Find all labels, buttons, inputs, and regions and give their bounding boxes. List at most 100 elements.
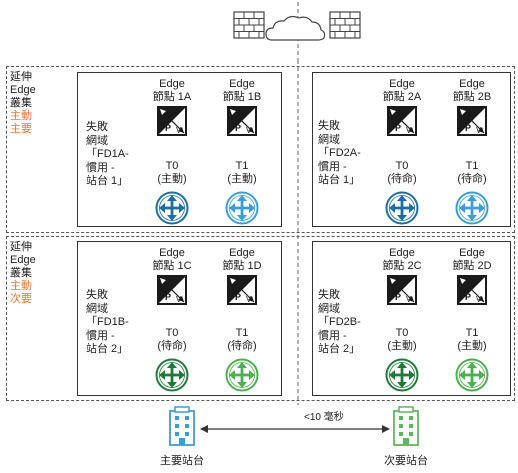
svg-text:P: P (395, 123, 401, 133)
failure-domain-label: 失敗 網域 「FD2B- 慣用 - 站台 2」 (318, 289, 380, 357)
svg-text:V: V (246, 126, 252, 135)
fd-label-line: 網域 (318, 302, 340, 315)
fd-label-line: 網域 (86, 302, 108, 315)
building-icon (393, 406, 419, 446)
svg-text:P: P (465, 292, 471, 302)
router-state: (待命) (457, 173, 487, 185)
edge-node-id: 節點 2D (452, 260, 492, 272)
router-icon (225, 191, 259, 225)
site-building-secondary (393, 406, 419, 446)
fd-label-line: 站台 1」 (318, 174, 361, 186)
site-separator-line (297, 60, 299, 405)
router-t0: T0 (待命) (146, 327, 198, 392)
router-icon (155, 191, 189, 225)
router-tier: T0 (395, 327, 409, 339)
router-icon (385, 358, 419, 392)
cloud-icon (265, 15, 326, 41)
fd-label-line: 失敗 (318, 289, 340, 301)
cluster-label-line: Edge (10, 84, 36, 96)
site-label-secondary: 次要站台 (384, 455, 428, 467)
router-icon (155, 358, 189, 392)
fd-label-line: 慣用 - (86, 329, 115, 342)
svg-text:V: V (476, 126, 482, 135)
router-t0: T0 (主動) (146, 160, 198, 225)
svg-text:V: V (176, 295, 182, 304)
svg-text:P: P (165, 123, 171, 133)
fd-label-line: 慣用 - (86, 161, 115, 174)
failure-domain-label: 失敗 網域 「FD1B- 慣用 - 站台 2」 (86, 289, 148, 357)
stretched-edge-cluster-primary (6, 66, 515, 233)
router-state: (主動) (457, 340, 487, 352)
edge-node-id: 節點 1C (152, 260, 192, 272)
edge-node-id: 節點 2A (382, 91, 422, 103)
fd-label-line: 「FD2B- (318, 316, 361, 328)
router-state: (主動) (227, 173, 257, 185)
edge-node-name: Edge (459, 247, 485, 259)
router-tier: T1 (465, 327, 479, 339)
site-label-primary: 主要站台 (160, 455, 204, 467)
edge-node-id: 節點 2C (382, 260, 422, 272)
svg-text:P: P (235, 123, 241, 133)
router-t1: T1 (主動) (446, 327, 498, 392)
fd-label-line: 「FD1B- (86, 316, 129, 328)
latency-arrow (200, 425, 390, 433)
fd-label-line: 慣用 - (318, 160, 347, 173)
edge-node-name: Edge (229, 78, 255, 90)
svg-text:V: V (176, 126, 182, 135)
cluster-label-line: 叢集 (10, 97, 32, 109)
latency-label: <10 毫秒 (304, 412, 344, 423)
fd-label-line: 網域 (86, 134, 108, 147)
router-state: (主動) (387, 340, 417, 352)
cluster-label-line: Edge (10, 254, 36, 266)
router-t0: T0 (主動) (376, 327, 428, 392)
cluster-role-line: 主要 (10, 123, 32, 135)
edge-node-id: 節點 1B (222, 91, 262, 103)
router-tier: T1 (235, 327, 249, 339)
cluster-label: 延伸 Edge 叢集 主動 主要 (10, 71, 36, 136)
cluster-label-line: 延伸 (10, 71, 32, 83)
router-state: (主動) (157, 173, 187, 185)
edge-node-name: Edge (229, 247, 255, 259)
fd-label-line: 站台 1」 (86, 175, 129, 187)
svg-text:V: V (246, 295, 252, 304)
svg-text:V: V (406, 295, 412, 304)
router-state: (待命) (387, 173, 417, 185)
site-building-primary (169, 406, 195, 446)
cluster-role-line: 主動 (10, 110, 32, 122)
router-t1: T1 (待命) (446, 160, 498, 225)
svg-text:P: P (465, 123, 471, 133)
edge-node-name: Edge (389, 78, 415, 90)
stretched-edge-cluster-secondary (6, 236, 515, 401)
router-tier: T1 (235, 160, 249, 172)
cluster-label-line: 延伸 (10, 241, 32, 253)
edge-node-name: Edge (459, 78, 485, 90)
firewall-icon (233, 11, 265, 39)
fd-label-line: 站台 2」 (86, 343, 129, 355)
fd-label-line: 失敗 (318, 120, 340, 132)
fd-label-line: 網域 (318, 133, 340, 146)
router-t1: T1 (主動) (216, 160, 268, 225)
router-icon (225, 358, 259, 392)
fd-label-line: 「FD1A- (86, 148, 129, 160)
edge-node-id: 節點 1D (222, 260, 262, 272)
svg-text:P: P (235, 292, 241, 302)
router-tier: T0 (395, 160, 409, 172)
fd-label-line: 失敗 (86, 289, 108, 301)
cluster-role-line: 次要 (10, 293, 32, 305)
svg-text:V: V (476, 295, 482, 304)
svg-text:V: V (406, 126, 412, 135)
edge-node-id: 節點 2B (452, 91, 492, 103)
router-t0: T0 (待命) (376, 160, 428, 225)
edge-node-name: Edge (159, 247, 185, 259)
